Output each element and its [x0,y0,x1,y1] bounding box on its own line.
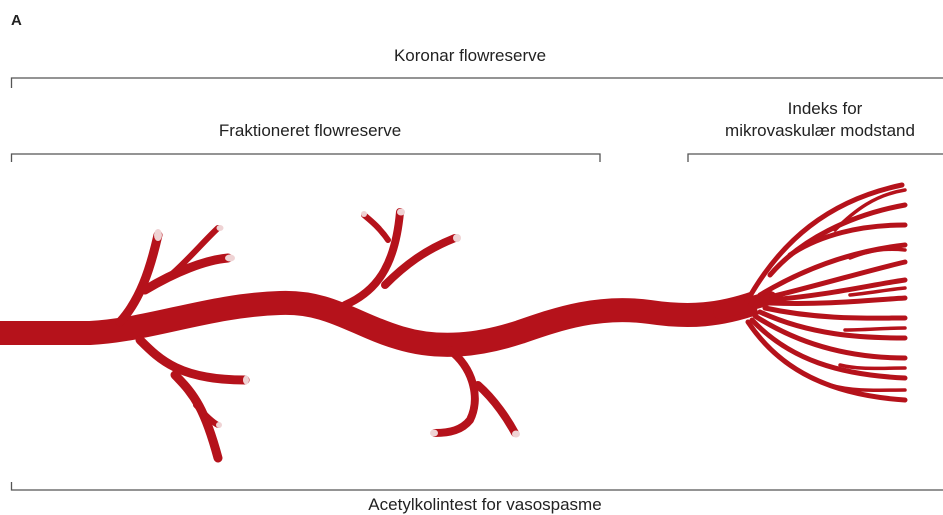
ffr-bracket [12,154,601,162]
main-vessel [0,303,755,345]
cfr-bracket [12,78,943,88]
coronary-artery [0,185,905,458]
imr-bracket [688,154,943,162]
ach-bracket [12,482,943,490]
